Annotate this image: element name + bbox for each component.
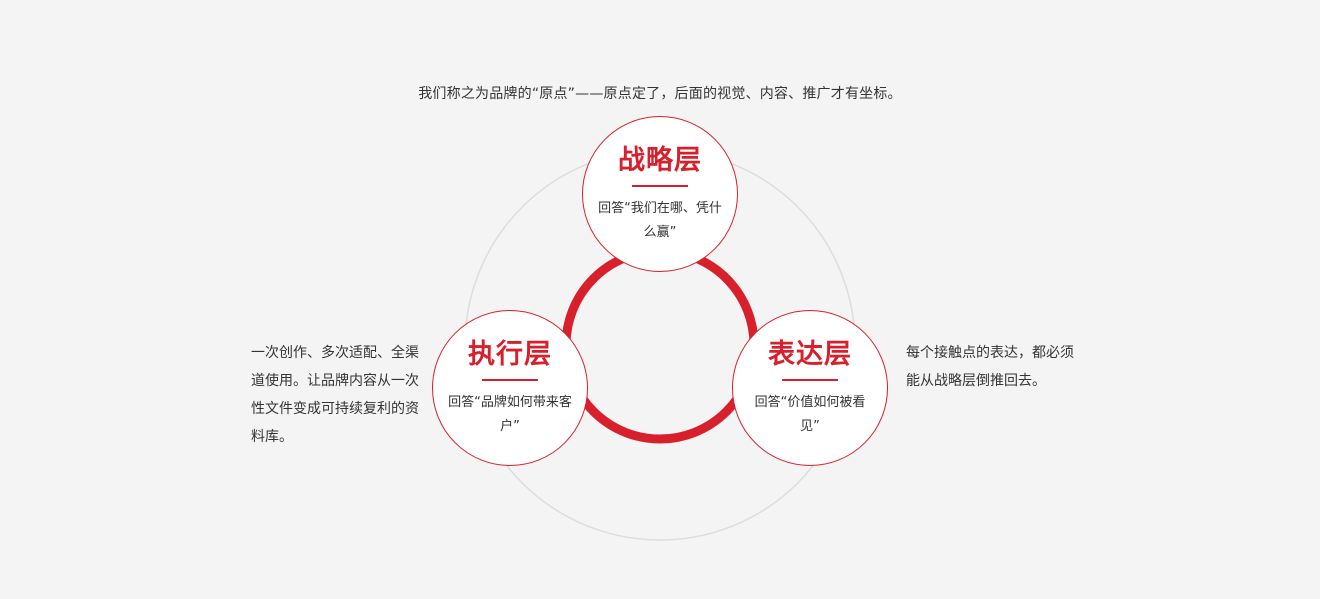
expression-layer-divider — [782, 379, 838, 381]
expression-note: 每个接触点的表达，都必须能从战略层倒推回去。 — [906, 345, 1074, 389]
expression-layer-node: 表达层 回答“价值如何被看见” — [732, 310, 888, 466]
intro-text: 我们称之为品牌的“原点”——原点定了，后面的视觉、内容、推广才有坐标。 — [418, 86, 902, 102]
strategy-layer-title: 战略层 — [618, 145, 702, 176]
inner-ring — [561, 246, 759, 444]
execution-layer-node: 执行层 回答“品牌如何带来客户” — [432, 310, 588, 466]
strategy-layer-desc: 回答“我们在哪、凭什么赢” — [598, 201, 722, 240]
execution-layer-divider — [482, 379, 538, 381]
execution-note: 一次创作、多次适配、全渠道使用。让品牌内容从一次性文件变成可持续复利的资料库。 — [251, 345, 419, 445]
execution-layer-desc: 回答“品牌如何带来客户” — [448, 395, 572, 434]
expression-layer-title: 表达层 — [768, 339, 852, 370]
expression-layer-desc: 回答“价值如何被看见” — [754, 395, 866, 434]
strategy-layer-node: 战略层 回答“我们在哪、凭什么赢” — [582, 116, 738, 272]
execution-layer-title: 执行层 — [468, 339, 552, 370]
strategy-layer-divider — [632, 185, 688, 187]
